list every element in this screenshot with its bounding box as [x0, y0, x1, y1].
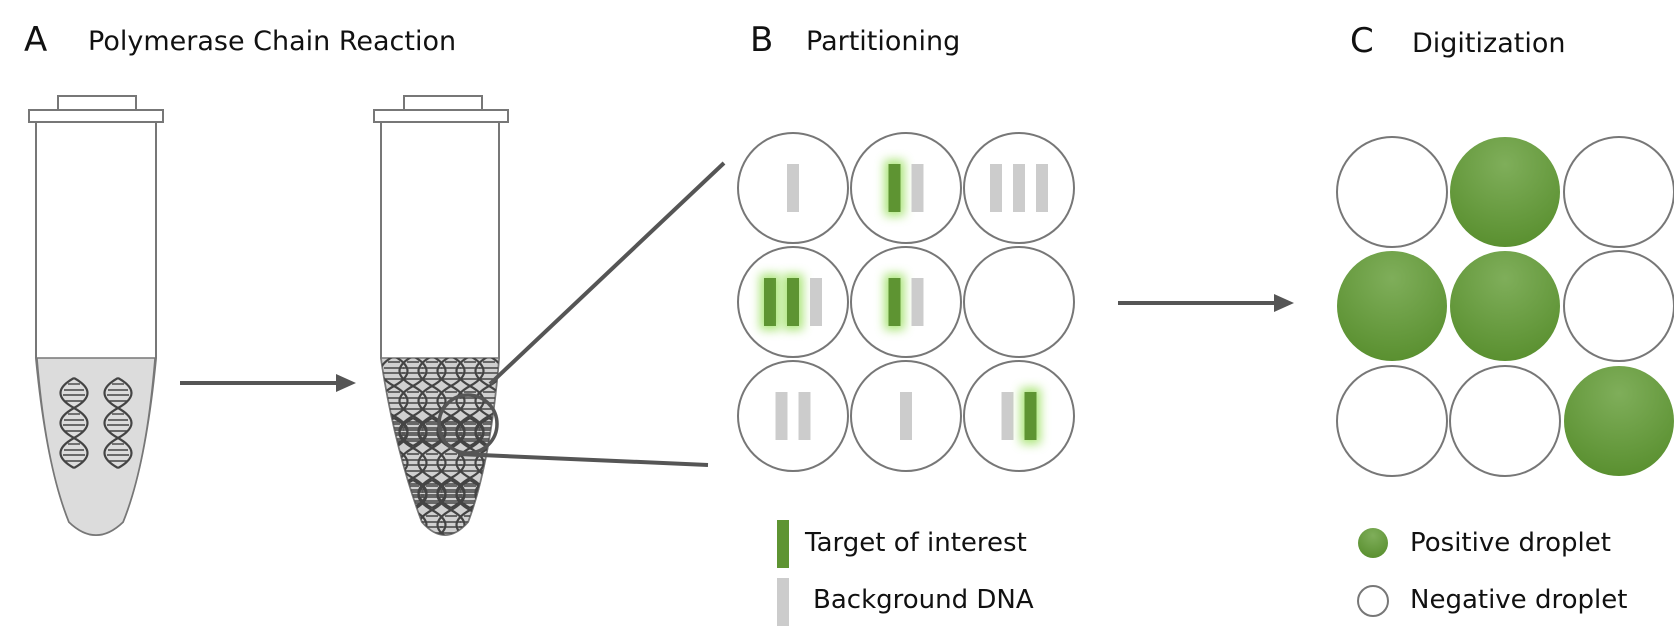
background-dna-bar — [911, 278, 924, 326]
legend-positive-label: Positive droplet — [1410, 528, 1611, 558]
positive-droplet — [1564, 366, 1674, 476]
arrow-icon — [180, 374, 356, 392]
background-dna-bar — [787, 164, 799, 212]
positive-droplet — [1450, 137, 1560, 247]
partition-droplet — [737, 360, 849, 472]
partition-droplet — [737, 246, 849, 358]
legend-digitization: Positive droplet Negative droplet — [1357, 528, 1627, 617]
pcr-tube-after — [373, 95, 509, 536]
target-dna-bar — [764, 278, 776, 326]
dna-helix-icon — [381, 478, 409, 535]
negative-droplet — [1563, 136, 1674, 248]
target-dna-bar — [888, 278, 901, 326]
negative-droplet — [1449, 365, 1561, 477]
panel-b-title: Partitioning — [806, 26, 960, 57]
positive-droplet — [1450, 251, 1560, 361]
negative-droplet-icon — [1357, 585, 1389, 617]
partition-droplet — [850, 360, 962, 472]
panel-c-letter: C — [1350, 21, 1374, 61]
pcr-tube-before — [28, 95, 164, 536]
panel-a-title: Polymerase Chain Reaction — [88, 26, 456, 57]
partition-droplet — [850, 246, 962, 358]
negative-droplet — [1336, 136, 1448, 248]
background-dna-bar — [798, 392, 811, 440]
legend-target-label: Target of interest — [804, 528, 1027, 558]
zoom-lines — [457, 161, 726, 467]
background-dna-bar — [900, 392, 912, 440]
background-marker-icon — [777, 578, 789, 626]
background-dna-bar — [1001, 392, 1014, 440]
positive-droplet-icon — [1358, 528, 1388, 558]
positive-droplet — [1337, 251, 1447, 361]
partition-droplet — [963, 246, 1075, 358]
target-dna-bar — [888, 164, 901, 212]
partition-droplet — [963, 132, 1075, 244]
legend-background-label: Background DNA — [813, 585, 1034, 615]
droplet-grid — [1336, 136, 1674, 477]
negative-droplet — [1336, 365, 1448, 477]
legend-partitioning: Target of interest Background DNA — [777, 520, 1034, 626]
partition-grid — [737, 132, 1075, 472]
target-dna-bar — [787, 278, 799, 326]
background-dna-bar — [810, 278, 822, 326]
panel-b-letter: B — [750, 20, 773, 60]
target-dna-bar — [1024, 392, 1037, 440]
background-dna-bar — [911, 164, 924, 212]
background-dna-bar — [1036, 164, 1048, 212]
legend-negative-label: Negative droplet — [1410, 585, 1627, 615]
arrow-icon — [1118, 294, 1294, 312]
panel-c-title: Digitization — [1412, 28, 1565, 59]
background-dna-bar — [1013, 164, 1025, 212]
target-marker-icon — [777, 520, 789, 568]
dna-helix-icon — [474, 478, 499, 535]
background-dna-bar — [990, 164, 1002, 212]
panel-a-letter: A — [24, 20, 47, 60]
background-dna-bar — [775, 392, 788, 440]
partition-droplet — [963, 360, 1075, 472]
negative-droplet — [1563, 250, 1674, 362]
partition-droplet — [850, 132, 962, 244]
partition-droplet — [737, 132, 849, 244]
